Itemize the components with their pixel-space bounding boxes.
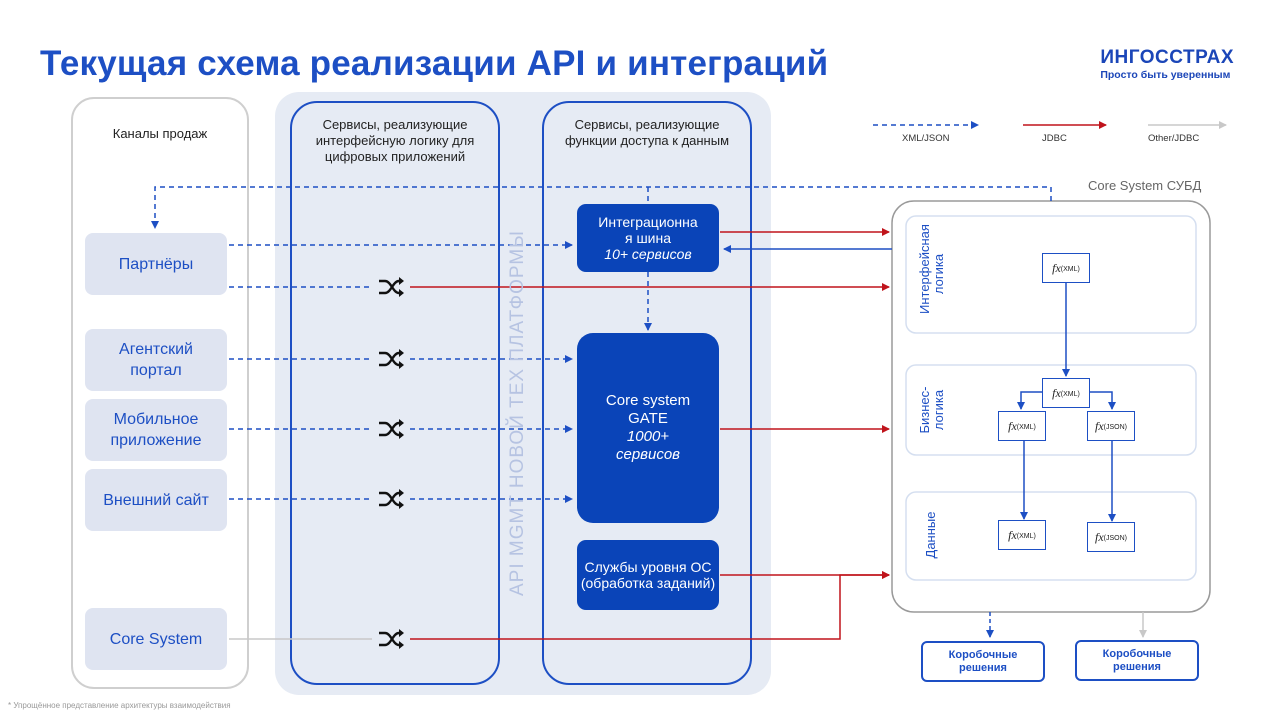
company-logo: ИНГОССТРАХ Просто быть уверенным <box>1100 48 1234 82</box>
layer-business-label: Бизнес-логика <box>917 360 948 460</box>
boxed-solutions-xml: Коробочные решения <box>921 641 1045 682</box>
layer-data-label: Данные <box>923 511 938 559</box>
os-level-services: Службы уровня ОС (обработка заданий) <box>577 540 719 610</box>
fx-symbol: fx <box>1094 418 1104 433</box>
fx-tag: (JSON) <box>1103 423 1127 431</box>
os-level-services-label: Службы уровня ОС (обработка заданий) <box>580 559 716 591</box>
api-mgmt-vertical-label: API MGMT НОВОЙ ТЕХ ПЛАТФОРМЫ <box>507 230 528 596</box>
boxed-solutions-other-label: Коробочные решения <box>1102 647 1172 673</box>
core-db-title: Core System СУБД <box>1088 178 1202 193</box>
layer-data-panel <box>905 491 1197 581</box>
boxed-solutions-other: Коробочные решения <box>1075 640 1199 681</box>
channel-website: Внешний сайт <box>85 469 227 531</box>
fx-symbol: fx <box>1052 385 1061 400</box>
fx-symbol: fx <box>1052 260 1061 275</box>
channel-partners: Партнёры <box>85 233 227 295</box>
integration-bus-title: Интеграционная шина <box>598 214 698 246</box>
footnote: * Упрощённое представление архитектуры в… <box>8 701 231 710</box>
return-loop-to-partners <box>151 186 1052 229</box>
logo-tagline: Просто быть уверенным <box>1100 69 1231 81</box>
legend-jdbc-label: JDBC <box>1042 133 1067 144</box>
fx-symbol: fx <box>1008 527 1017 542</box>
layer-interface-label: Интерфейсная логика <box>917 214 948 334</box>
page-title: Текущая схема реализации API и интеграци… <box>40 44 829 83</box>
layer-interface-text: Интерфейсная логика <box>917 224 946 314</box>
fx-tag: (XML) <box>1060 390 1080 398</box>
channel-mobile-app: Мобильное приложение <box>85 399 227 461</box>
fx-tag: (XML) <box>1060 265 1080 273</box>
integration-bus-count: 10+ сервисов <box>604 246 692 262</box>
fx-symbol: fx <box>1008 418 1017 433</box>
fx-business-root-xml: fx(XML) <box>1042 378 1090 408</box>
data-services-column <box>542 101 752 685</box>
fx-business-xml: fx(XML) <box>998 411 1046 441</box>
layer-business-text: Бизнес-логика <box>917 386 946 434</box>
core-system-jdbc-line <box>410 571 890 640</box>
fx-tag: (JSON) <box>1103 534 1127 542</box>
integration-bus: Интеграционная шина 10+ сервисов <box>577 204 719 272</box>
fx-data-json: fx(JSON) <box>1087 522 1135 552</box>
fx-data-xml: fx(XML) <box>998 520 1046 550</box>
core-system-gate: Core system GATE 1000+ сервисов <box>577 333 719 523</box>
gate-title: Core system GATE <box>605 392 691 427</box>
boxed-solutions-xml-label: Коробочные решения <box>948 648 1018 674</box>
fx-symbol: fx <box>1094 529 1104 544</box>
legend-xml-json-label: XML/JSON <box>902 133 950 144</box>
channel-agent-portal-label: Агентский портал <box>119 341 193 379</box>
interface-services-column <box>290 101 500 685</box>
fx-tag: (XML) <box>1016 423 1036 431</box>
fx-interface-xml: fx(XML) <box>1042 253 1090 283</box>
gate-count: 1000+ сервисов <box>615 428 681 463</box>
channel-mobile-app-label: Мобильное приложение <box>110 411 202 449</box>
fx-business-json: fx(JSON) <box>1087 411 1135 441</box>
logo-name: ИНГОССТРАХ <box>1100 47 1234 68</box>
channel-core-system: Core System <box>85 608 227 670</box>
channel-agent-portal: Агентский портал <box>85 329 227 391</box>
data-services-title: Сервисы, реализующие функции доступа к д… <box>564 117 730 148</box>
channels-title: Каналы продаж <box>112 126 208 141</box>
interface-services-title: Сервисы, реализующие интерфейсную логику… <box>315 117 475 164</box>
fx-tag: (XML) <box>1016 532 1036 540</box>
legend-other-label: Other/JDBC <box>1148 133 1200 144</box>
